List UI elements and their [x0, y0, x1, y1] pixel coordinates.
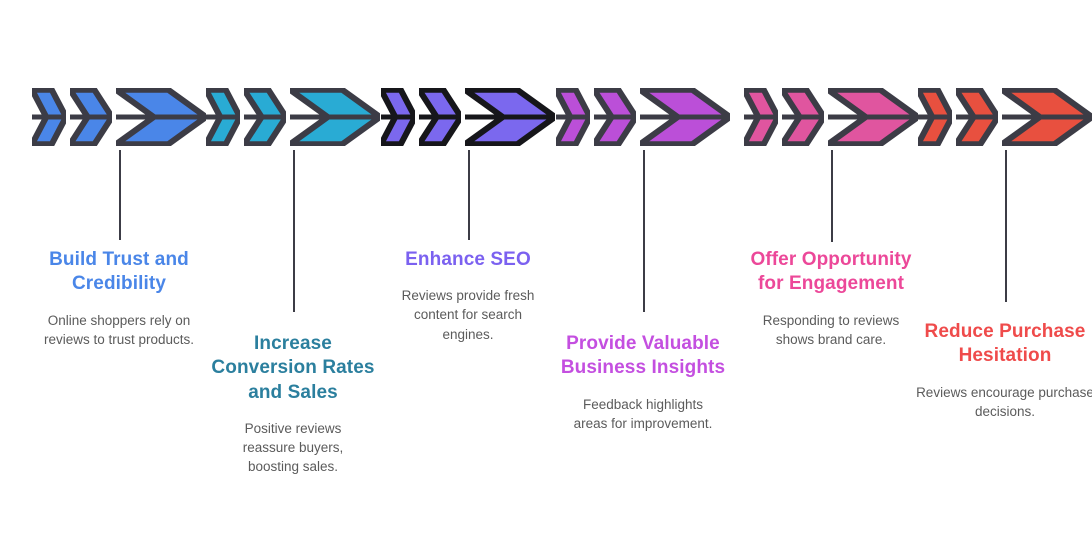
- chevron-arrow-icon: [918, 88, 952, 146]
- step-description: Responding to reviews shows brand care.: [762, 312, 900, 347]
- chevron-arrow-icon: [290, 88, 380, 146]
- chevron-arrow-icon: [419, 88, 461, 146]
- chevron-arrow-icon: [782, 88, 824, 146]
- connector-line: [643, 150, 645, 312]
- step-heading: Enhance SEO: [405, 249, 531, 270]
- connector-line: [293, 150, 295, 312]
- step-description: Reviews provide fresh content for search…: [401, 288, 535, 342]
- chevron-arrow-icon: [744, 88, 778, 146]
- step-heading: Build Trust and Credibility: [49, 249, 189, 295]
- process-step-enhance-seo: Enhance SEO Reviews provide fresh content…: [381, 0, 555, 550]
- chevron-arrow-icon: [381, 88, 415, 146]
- chevron-arrow-icon: [1002, 88, 1092, 146]
- chevron-arrow-icon: [556, 88, 590, 146]
- connector-line: [119, 150, 121, 240]
- step-heading: Offer Opportunity for Engagement: [750, 249, 912, 295]
- chevron-cluster: [381, 88, 555, 146]
- chevron-arrow-icon: [244, 88, 286, 146]
- chevron-cluster: [918, 88, 1092, 146]
- chevron-cluster: [206, 88, 380, 146]
- chevron-cluster: [32, 88, 206, 146]
- chevron-arrow-icon: [70, 88, 112, 146]
- chevron-arrow-icon: [640, 88, 730, 146]
- step-text-block: Enhance SEO Reviews provide fresh content…: [378, 248, 558, 344]
- chevron-arrow-icon: [32, 88, 66, 146]
- chevron-arrow-icon: [828, 88, 918, 146]
- step-description: Reviews encourage purchase decisions.: [916, 384, 1092, 419]
- chevron-cluster: [556, 88, 730, 146]
- connector-line: [831, 150, 833, 242]
- chevron-arrow-icon: [594, 88, 636, 146]
- step-heading: Reduce Purchase Hesitation: [924, 321, 1086, 367]
- step-description: Online shoppers rely on reviews to trust…: [43, 312, 195, 347]
- step-description: Feedback highlights areas for improvemen…: [573, 396, 713, 431]
- chevron-cluster: [744, 88, 918, 146]
- step-description: Positive reviews reassure buyers, boosti…: [242, 420, 344, 475]
- step-heading: Increase Conversion Rates and Sales: [211, 333, 375, 403]
- connector-line: [1005, 150, 1007, 302]
- chevron-arrow-icon: [465, 88, 555, 146]
- connector-line: [468, 150, 470, 240]
- chevron-arrow-icon: [956, 88, 998, 146]
- step-heading: Provide Valuable Business Insights: [560, 333, 726, 379]
- chevron-arrow-icon: [206, 88, 240, 146]
- chevron-arrow-icon: [116, 88, 206, 146]
